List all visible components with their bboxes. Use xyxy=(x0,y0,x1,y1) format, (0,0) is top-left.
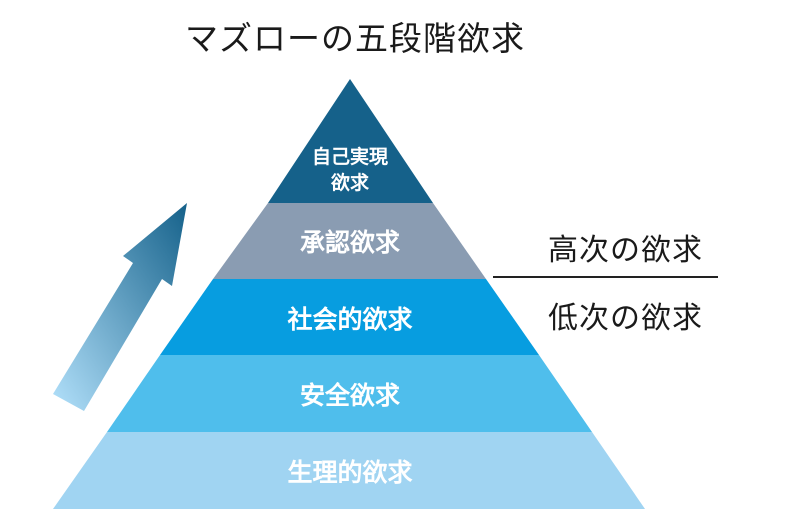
tier-label-safety: 安全欲求 xyxy=(300,381,400,410)
lower-needs-label: 低次の欲求 xyxy=(548,301,703,336)
pyramid-tier-physiological xyxy=(53,432,645,509)
pyramid-tier-safety xyxy=(107,355,592,432)
tier-label-social: 社会的欲求 xyxy=(287,305,412,334)
tier-label-self-actualization-line2: 欲求 xyxy=(330,171,370,194)
tier-label-physiological: 生理的欲求 xyxy=(287,458,412,487)
higher-needs-label: 高次の欲求 xyxy=(548,233,703,268)
pyramid-tier-esteem xyxy=(213,203,486,279)
needs-divider-line xyxy=(493,276,718,278)
diagram-title: マズローの五段階欲求 xyxy=(185,19,525,58)
pyramid-tier-self-actualization xyxy=(268,79,433,203)
tier-label-esteem: 承認欲求 xyxy=(300,228,400,257)
tier-label-self-actualization-line1: 自己実現 xyxy=(312,145,388,168)
upward-arrow-icon xyxy=(53,203,187,411)
pyramid-tier-social xyxy=(160,279,539,355)
